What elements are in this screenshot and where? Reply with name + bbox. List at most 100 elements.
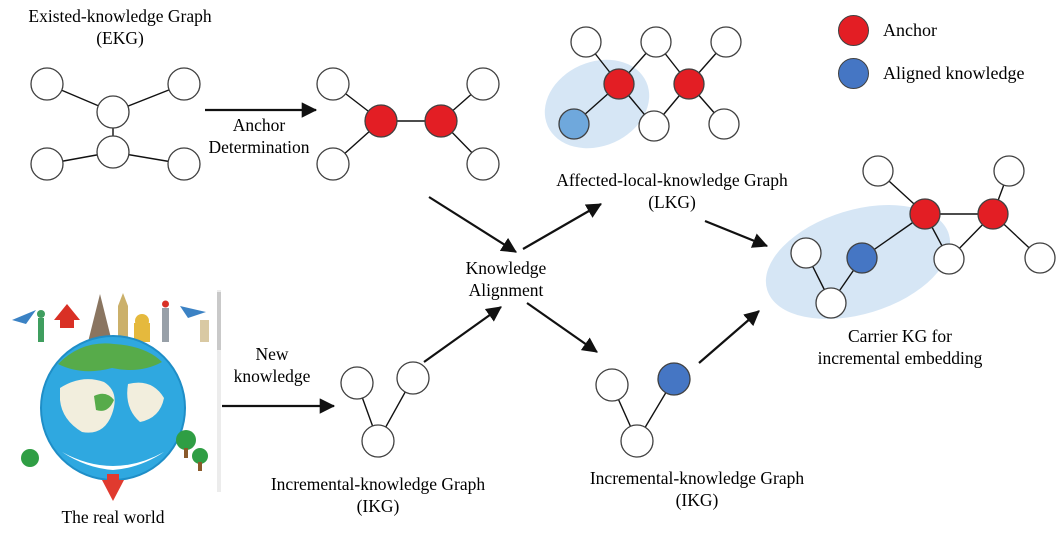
lkg-entity-node [570, 26, 602, 58]
carrier-entity-node [993, 155, 1025, 187]
ekg-anchored-anchor-node [364, 104, 398, 138]
legend-item-anchor: Anchor [838, 14, 1024, 47]
ikg-new-title-label: Incremental-knowledge Graph (IKG) [253, 473, 503, 517]
ikg-aligned-subtitle-text: (IKG) [675, 490, 719, 510]
clock-tower-icon [118, 293, 128, 306]
legend-item-aligned: Aligned knowledge [838, 57, 1024, 90]
ekg-title-label: Existed-knowledge Graph (EKG) [0, 5, 240, 49]
lkg-aligned_light-node [558, 108, 590, 140]
ikg-to-alignment-arrow [423, 306, 502, 363]
ekg-entity-node [167, 67, 201, 101]
lkg-entity-node [710, 26, 742, 58]
carrier-kg-label: Carrier KG for incremental embedding [800, 325, 1000, 369]
globe-land [94, 393, 114, 411]
ikg-aligned-entity-node [595, 368, 629, 402]
carrier-entity-node [862, 155, 894, 187]
globe-land [62, 452, 164, 470]
ekg-to-alignment-arrow [428, 196, 517, 253]
legend: Anchor Aligned knowledge [838, 14, 1024, 100]
ikg-aligned-title-text: Incremental-knowledge Graph [589, 468, 805, 488]
ikg-aligned-entity-node [620, 424, 654, 458]
landmarks-skyline [12, 293, 209, 342]
ikg-to-carrier-arrow [698, 310, 760, 364]
ekg-anchored-entity-node [316, 67, 350, 101]
eiffel-tower-icon [88, 294, 112, 342]
anchor-determination-label: Anchor Determination [189, 114, 329, 158]
ekg-entity-node [167, 147, 201, 181]
lkg-anchor-node [673, 68, 705, 100]
ikg-aligned-aligned-node [657, 362, 691, 396]
ikg-new-entity-node [361, 424, 395, 458]
knowledge-alignment-label: Knowledge Alignment [446, 257, 566, 301]
pagoda-icon [54, 304, 80, 320]
ekg-entity-node [30, 67, 64, 101]
lkg-entity-node [638, 110, 670, 142]
lkg-anchor-node [603, 68, 635, 100]
anchor-node-icon [838, 15, 869, 46]
column-building-icon [200, 320, 209, 342]
ikg-new-title-text: Incremental-knowledge Graph [270, 474, 486, 494]
ekg-subtitle-text: (EKG) [96, 28, 144, 48]
lkg-title-label: Affected-local-knowledge Graph (LKG) [537, 169, 807, 213]
ekg-anchored-entity-node [466, 67, 500, 101]
globe-land [127, 382, 164, 422]
carrier-entity-node [815, 287, 847, 319]
carrier-entity-node [790, 237, 822, 269]
carrier-kg-line2: incremental embedding [817, 348, 983, 368]
knowledge-alignment-line1: Knowledge [465, 258, 547, 278]
carrier-entity-node [933, 243, 965, 275]
airplane-left-icon [12, 310, 36, 324]
clock-tower-icon [118, 306, 128, 342]
knowledge-alignment-line2: Alignment [468, 280, 544, 300]
tower-icon [162, 300, 169, 308]
ekg-anchored-anchor-node [424, 104, 458, 138]
red-pin-icon [107, 474, 119, 481]
carrier-kg-line1: Carrier KG for [848, 326, 952, 346]
carrier-anchor-node [909, 198, 941, 230]
globe [40, 335, 186, 481]
lkg-subtitle-text: (LKG) [648, 192, 696, 212]
carrier-anchor-node [977, 198, 1009, 230]
real-world-illustration [12, 293, 209, 501]
alignment-to-ikg-arrow [526, 302, 598, 353]
pagoda-icon [60, 320, 74, 328]
globe-land [60, 379, 115, 433]
aligned-knowledge-node-icon [838, 58, 869, 89]
red-pin-icon [102, 480, 124, 501]
tower-icon [162, 308, 169, 342]
tree-icon [198, 462, 202, 471]
real-world-label: The real world [33, 506, 193, 528]
ekg-entity-node [96, 95, 130, 129]
carrier-entity-node [1024, 242, 1056, 274]
alignment-to-lkg-arrow [522, 203, 602, 250]
anchor-determination-line1: Anchor [232, 115, 286, 135]
airplane-right-icon [180, 306, 206, 318]
statue-icon [37, 310, 45, 318]
ikg-new-subtitle-text: (IKG) [356, 496, 400, 516]
dome-building-icon [134, 323, 150, 342]
ekg-anchored-entity-node [316, 147, 350, 181]
lkg-entity-node [708, 108, 740, 140]
ekg-entity-node [30, 147, 64, 181]
new-knowledge-label: New knowledge [222, 343, 322, 387]
ikg-new-entity-node [340, 366, 374, 400]
ekg-entity-node [96, 135, 130, 169]
embedded-image-scrollbar [217, 290, 221, 492]
statue-icon [38, 318, 44, 342]
anchor-determination-line2: Determination [208, 137, 310, 157]
tree-icon [184, 448, 188, 458]
ikg-aligned-title-label: Incremental-knowledge Graph (IKG) [572, 467, 822, 511]
lkg-entity-node [640, 26, 672, 58]
globe-land [58, 343, 162, 372]
new-knowledge-line1: New [255, 344, 289, 364]
ikg-new-entity-node [396, 361, 430, 395]
new-knowledge-line2: knowledge [233, 366, 311, 386]
real-world-text: The real world [61, 507, 165, 527]
tree-icon [21, 449, 39, 467]
lkg-title-text: Affected-local-knowledge Graph [556, 170, 788, 190]
embedded-image-scrollbar-thumb [217, 292, 221, 350]
tree-icon [176, 430, 196, 450]
legend-anchor-label: Anchor [883, 20, 937, 40]
